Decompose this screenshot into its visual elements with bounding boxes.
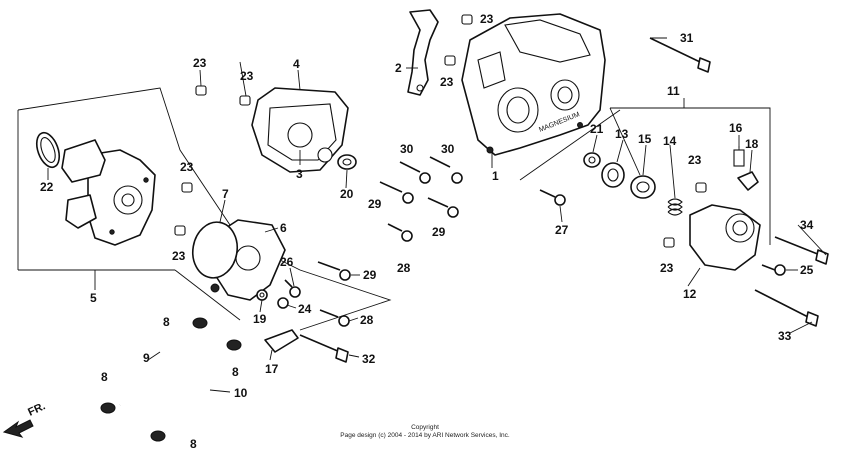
callout-28-a: 28 bbox=[397, 261, 411, 275]
part-thermostat-housing[interactable] bbox=[188, 219, 286, 301]
callout-9: 9 bbox=[143, 351, 150, 365]
callout-18: 18 bbox=[745, 137, 759, 151]
hose-clamps-8[interactable] bbox=[100, 317, 242, 442]
part-clip-18[interactable] bbox=[737, 171, 759, 191]
bolt-28-b[interactable] bbox=[319, 309, 350, 327]
callout-29-c: 29 bbox=[363, 268, 377, 282]
callout-25: 25 bbox=[800, 263, 814, 277]
callout-5: 5 bbox=[90, 291, 97, 305]
callout-6: 6 bbox=[280, 221, 287, 235]
callout-23-f: 23 bbox=[440, 75, 454, 89]
callout-32: 32 bbox=[362, 352, 376, 366]
callout-10: 10 bbox=[234, 386, 248, 400]
part-bracket-17[interactable] bbox=[264, 329, 299, 353]
callout-12: 12 bbox=[683, 287, 697, 301]
callout-22: 22 bbox=[40, 180, 54, 194]
callout-29-b: 29 bbox=[432, 225, 446, 239]
copyright-footer: Copyright Page design (c) 2004 - 2014 by… bbox=[340, 424, 510, 439]
callout-1: 1 bbox=[492, 169, 499, 183]
callout-23-g: 23 bbox=[688, 153, 702, 167]
part-sensor-16[interactable] bbox=[733, 146, 745, 167]
part-outlet-housing[interactable] bbox=[689, 204, 761, 271]
part-water-pump[interactable] bbox=[61, 139, 156, 246]
callout-23-c: 23 bbox=[180, 160, 194, 174]
front-direction-arrow: FR. bbox=[2, 400, 47, 438]
part-spring-14[interactable] bbox=[667, 198, 683, 216]
bolt-25[interactable] bbox=[761, 264, 786, 276]
callout-23-a: 23 bbox=[193, 56, 207, 70]
part-seal-21[interactable] bbox=[583, 152, 601, 168]
leader-lines bbox=[47, 37, 827, 393]
copyright-line-1: Copyright bbox=[411, 424, 439, 431]
callout-34: 34 bbox=[800, 218, 814, 232]
callout-8-c: 8 bbox=[101, 370, 108, 384]
callout-2: 2 bbox=[395, 61, 402, 75]
bolt-32[interactable] bbox=[299, 334, 349, 363]
callout-24: 24 bbox=[298, 302, 312, 316]
bolt-30-a[interactable] bbox=[399, 161, 431, 184]
callout-8-d: 8 bbox=[190, 437, 197, 451]
part-bracket[interactable] bbox=[407, 9, 439, 96]
bolt-26[interactable] bbox=[284, 279, 301, 298]
bolt-29-b[interactable] bbox=[427, 197, 459, 218]
callout-17: 17 bbox=[265, 362, 279, 376]
callout-26: 26 bbox=[280, 255, 294, 269]
part-pump-cover[interactable] bbox=[251, 87, 349, 173]
hose-9[interactable] bbox=[117, 322, 198, 407]
callout-16: 16 bbox=[729, 121, 743, 135]
callout-29-a: 29 bbox=[368, 197, 382, 211]
bolt-24[interactable] bbox=[277, 297, 289, 309]
bolt-29-c[interactable] bbox=[317, 261, 351, 281]
callout-23-d: 23 bbox=[172, 249, 186, 263]
callout-8-b: 8 bbox=[232, 365, 239, 379]
part-housing[interactable]: MAGNESIUM bbox=[461, 13, 606, 156]
callout-31: 31 bbox=[680, 31, 694, 45]
bolt-31[interactable] bbox=[649, 37, 711, 73]
callout-21: 21 bbox=[590, 122, 604, 136]
part-seal-20[interactable] bbox=[337, 154, 357, 170]
hose-10[interactable] bbox=[162, 346, 235, 434]
callout-labels: 1 2 3 4 5 6 7 8 8 8 8 9 10 11 12 13 14 1… bbox=[40, 12, 814, 451]
bolt-27[interactable] bbox=[539, 189, 566, 206]
callout-19: 19 bbox=[253, 312, 267, 326]
part-seal-15[interactable] bbox=[630, 175, 656, 199]
washer-19[interactable] bbox=[256, 289, 268, 301]
callout-15: 15 bbox=[638, 132, 652, 146]
callout-13: 13 bbox=[615, 127, 629, 141]
callout-4: 4 bbox=[293, 57, 300, 71]
callout-27: 27 bbox=[555, 223, 569, 237]
callout-23-h: 23 bbox=[660, 261, 674, 275]
bolt-28-a[interactable] bbox=[387, 223, 413, 242]
direction-label: FR. bbox=[26, 400, 47, 418]
bolt-34[interactable] bbox=[774, 236, 829, 265]
callout-33: 33 bbox=[778, 329, 792, 343]
callout-30-a: 30 bbox=[400, 142, 414, 156]
callout-30-b: 30 bbox=[441, 142, 455, 156]
callout-23-b: 23 bbox=[240, 69, 254, 83]
callout-8-a: 8 bbox=[163, 315, 170, 329]
part-o-ring-22[interactable] bbox=[32, 130, 63, 171]
bolt-33[interactable] bbox=[754, 289, 819, 327]
part-bearing-13[interactable] bbox=[601, 162, 625, 188]
bolt-30-b[interactable] bbox=[429, 156, 463, 184]
callout-14: 14 bbox=[663, 134, 677, 148]
callout-7: 7 bbox=[222, 187, 229, 201]
callout-23-e: 23 bbox=[480, 12, 494, 26]
callout-28-b: 28 bbox=[360, 313, 374, 327]
copyright-line-2: Page design (c) 2004 - 2014 by ARI Netwo… bbox=[340, 432, 510, 439]
callout-11: 11 bbox=[667, 84, 680, 98]
callout-3: 3 bbox=[296, 167, 303, 181]
callout-20: 20 bbox=[340, 187, 354, 201]
bolt-29-a[interactable] bbox=[379, 181, 414, 204]
